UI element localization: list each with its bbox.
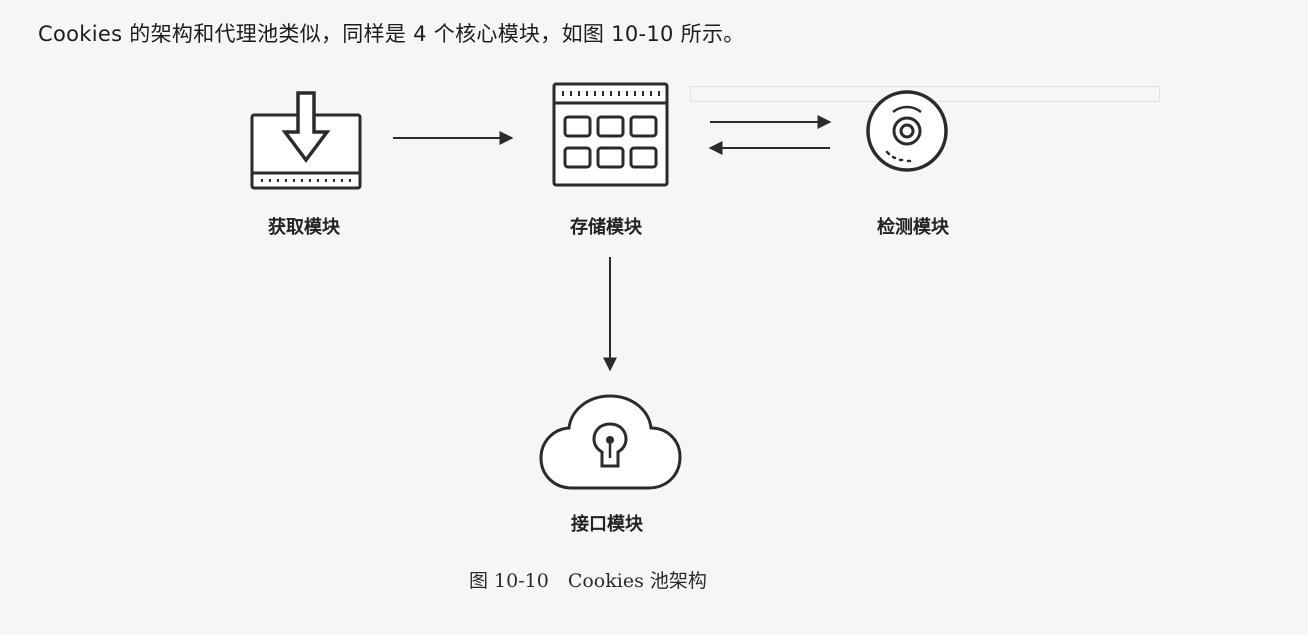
fetch-module-label: 获取模块 <box>268 217 340 238</box>
figure-caption: 图 10-10 Cookies 池架构 <box>469 570 707 592</box>
download-tray-icon <box>250 91 362 190</box>
api-module-label: 接口模块 <box>571 514 643 535</box>
storage-grid-icon <box>552 82 669 187</box>
intro-text: Cookies 的架构和代理池类似，同样是 4 个核心模块，如图 10-10 所… <box>38 22 745 46</box>
target-disc-icon <box>866 90 948 172</box>
cloud-lock-icon <box>539 394 682 490</box>
check-module-label: 检测模块 <box>877 217 949 238</box>
storage-module-label: 存储模块 <box>570 217 642 238</box>
